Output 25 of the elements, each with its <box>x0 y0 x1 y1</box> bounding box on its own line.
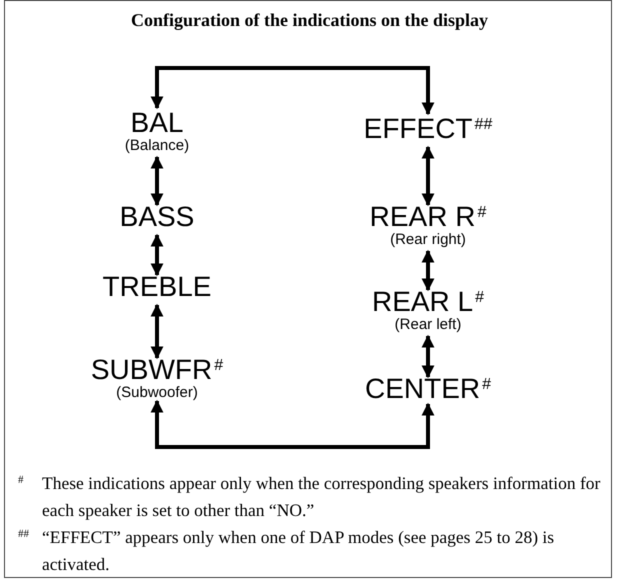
diagram-title: Configuration of the indications on the display <box>130 10 490 31</box>
indication-description: (Rear right) <box>389 232 467 248</box>
display-indication: TREBLE <box>102 272 212 302</box>
indication-description: (Balance) <box>124 138 190 154</box>
double-arrow <box>422 334 434 378</box>
display-indication: BASS <box>120 202 194 232</box>
display-indication: BAL <box>130 108 184 138</box>
footnote-text: “EFFECT” appears only when one of DAP modes (see pages 25 to 28) is activated. <box>42 526 556 576</box>
footnote-marker: # <box>18 474 24 486</box>
display-indication: SUBWFR$^{#}$ <box>90 355 224 385</box>
bracket-arrow <box>150 66 434 116</box>
double-arrow <box>422 250 434 292</box>
display-indication: REAR L$^{#}$ <box>372 287 484 317</box>
double-arrow <box>150 304 164 360</box>
double-arrow <box>150 156 164 206</box>
double-arrow <box>422 146 434 206</box>
display-indication: REAR R$^{#}$ <box>370 202 486 232</box>
double-arrow <box>150 234 164 276</box>
bracket-arrow <box>150 400 434 449</box>
indication-description: (Subwoofer) <box>115 385 199 401</box>
display-indication: CENTER$^{#}$ <box>364 374 492 404</box>
footnote-marker: ## <box>18 528 29 540</box>
indication-description: (Rear left) <box>394 317 462 333</box>
display-indication: EFFECT$^{##}$ <box>364 114 492 144</box>
footnote-text: These indications appear only when the corresponding speakers information for each speaker is set to other than “NO.” <box>42 472 602 522</box>
